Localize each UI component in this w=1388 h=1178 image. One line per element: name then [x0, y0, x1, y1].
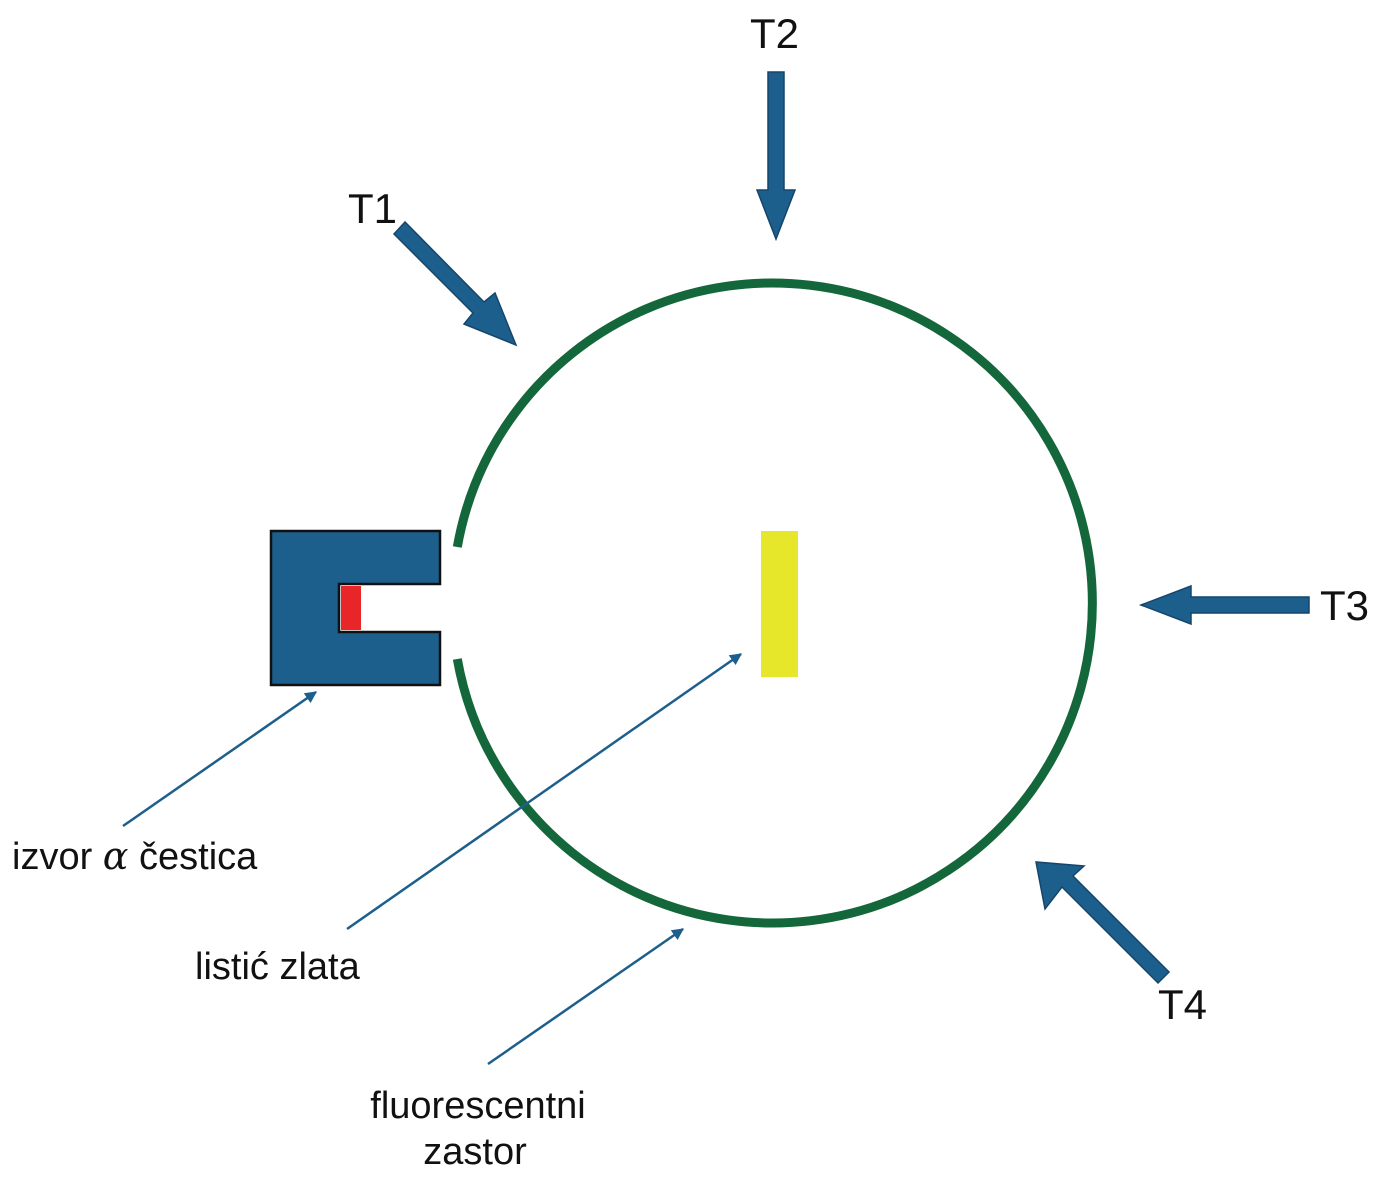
arrow-t4 [1035, 861, 1171, 985]
arrow-t1 [392, 220, 518, 347]
label-t3: T3 [1320, 582, 1369, 629]
label-t2: T2 [750, 10, 799, 57]
label-t1: T1 [348, 185, 397, 232]
pointer-gold-foil [346, 652, 742, 931]
label-alpha-symbol: α [103, 834, 129, 878]
label-alpha-source-suffix: čestica [128, 836, 258, 878]
label-screen-line2: zastor [423, 1131, 527, 1173]
label-gold-foil: listić zlata [195, 946, 361, 988]
label-alpha-source-prefix: izvor [12, 836, 103, 878]
gold-foil [761, 531, 798, 677]
alpha-source-housing [269, 529, 442, 687]
pointer-alpha-source [122, 690, 317, 828]
alpha-source-core [341, 586, 361, 630]
arrow-t2 [755, 71, 797, 242]
fluorescent-screen-arc [452, 278, 1097, 928]
label-t4: T4 [1158, 981, 1207, 1028]
pointer-fluorescent-screen [487, 927, 684, 1066]
label-screen-line1: fluorescentni [370, 1085, 585, 1127]
label-alpha-source: izvor α čestica [12, 834, 258, 878]
arrow-t3 [1138, 584, 1310, 626]
